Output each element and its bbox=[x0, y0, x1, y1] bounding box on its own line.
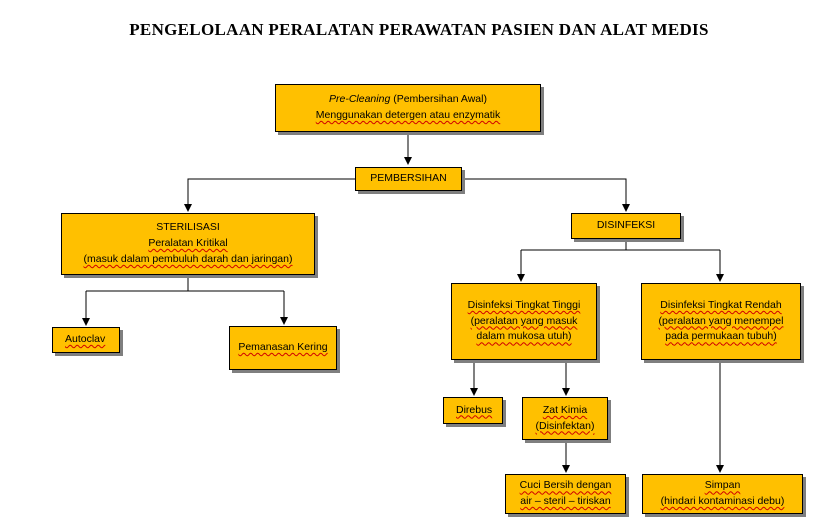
disinfeksi-label: DISINFEKSI bbox=[596, 219, 656, 232]
node-pre-cleaning: Pre-Cleaning (Pembersihan Awal) Mengguna… bbox=[275, 84, 541, 132]
precleaning-desc: Menggunakan detergen atau enzymatik bbox=[315, 109, 501, 121]
sterilisasi-title: STERILISASI bbox=[156, 221, 220, 234]
node-disinfeksi-tingkat-tinggi: Disinfeksi Tingkat Tinggi (peralatan yan… bbox=[451, 283, 597, 360]
cuci-line1: Cuci Bersih dengan bbox=[519, 479, 612, 492]
dtt-desc-1: (peralatan yang masuk bbox=[470, 314, 578, 327]
dtr-desc-1: (peralatan yang menempel bbox=[658, 314, 784, 327]
sterilisasi-desc: (masuk dalam pembuluh darah dan jaringan… bbox=[83, 252, 293, 265]
dtr-title: Disinfeksi Tingkat Rendah bbox=[660, 298, 782, 311]
sterilisasi-subtitle: Peralatan Kritikal bbox=[148, 237, 228, 250]
zatkimia-desc: (Disinfektan) bbox=[535, 419, 595, 432]
autoclav-label: Autoclav bbox=[65, 333, 106, 346]
precleaning-label-rest: (Pembersihan Awal) bbox=[390, 93, 487, 106]
dtt-desc-2: dalam mukosa utuh) bbox=[476, 330, 572, 343]
dtr-desc-2: pada permukaan tubuh) bbox=[665, 330, 777, 343]
node-sterilisasi: STERILISASI Peralatan Kritikal (masuk da… bbox=[61, 213, 315, 275]
simpan-desc: (hindari kontaminasi debu) bbox=[660, 495, 785, 507]
node-disinfeksi: DISINFEKSI bbox=[571, 213, 681, 239]
arrow-pembersihan-disinfeksi bbox=[462, 178, 630, 212]
zatkimia-title: Zat Kimia bbox=[542, 403, 588, 416]
node-simpan: Simpan (hindari kontaminasi debu) bbox=[642, 474, 803, 514]
node-autoclav: Autoclav bbox=[52, 327, 120, 353]
simpan-title: Simpan bbox=[704, 479, 741, 492]
node-direbus: Direbus bbox=[443, 397, 503, 424]
dtt-title: Disinfeksi Tingkat Tinggi bbox=[467, 298, 581, 311]
direbus-label: Direbus bbox=[456, 403, 493, 416]
node-cuci-bersih: Cuci Bersih dengan air – steril – tirisk… bbox=[505, 474, 626, 514]
node-pemanasan-kering: Pemanasan Kering bbox=[229, 326, 337, 370]
node-zat-kimia: Zat Kimia (Disinfektan) bbox=[522, 397, 608, 440]
precleaning-italic-label: Pre-Cleaning bbox=[329, 93, 391, 106]
diagram-title: PENGELOLAAN PERALATAN PERAWATAN PASIEN D… bbox=[129, 20, 709, 39]
node-disinfeksi-tingkat-rendah: Disinfeksi Tingkat Rendah (peralatan yan… bbox=[641, 283, 801, 360]
node-pembersihan: PEMBERSIHAN bbox=[355, 167, 462, 191]
pemanasan-label: Pemanasan Kering bbox=[238, 341, 328, 354]
pembersihan-label: PEMBERSIHAN bbox=[370, 172, 447, 185]
cuci-line2: air – steril – tiriskan bbox=[520, 495, 611, 507]
arrow-pembersihan-sterilisasi bbox=[184, 178, 355, 212]
